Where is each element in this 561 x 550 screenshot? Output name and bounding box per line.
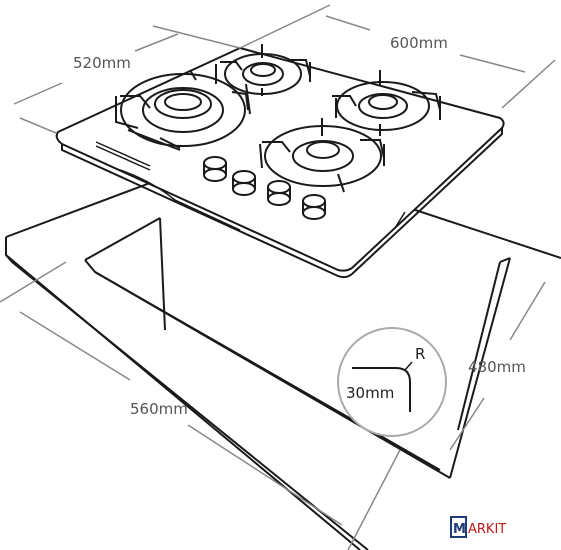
burner-large-grate — [120, 69, 249, 149]
corner-detail-radius-label: R — [415, 345, 425, 363]
corner-detail-edge — [352, 367, 411, 412]
burner-large-cap — [154, 89, 212, 119]
dim-hob-corner-right — [501, 59, 556, 109]
dimension-lines — [0, 4, 556, 550]
burner-front-grate — [259, 118, 385, 193]
dim-label-hob-depth: 520mm — [73, 54, 131, 72]
dim-hob-depth-line-right — [134, 33, 179, 52]
dim-cutout-width-line-left — [19, 311, 131, 381]
burner-back-grate — [215, 44, 311, 96]
knob-3 — [267, 180, 291, 206]
brand-logo-box — [450, 516, 467, 538]
burner-right-cap — [368, 94, 398, 110]
hob-front-strip — [95, 141, 151, 171]
brand-logo: M ARKIT — [450, 516, 506, 538]
dim-hob-corner-top — [152, 25, 241, 49]
dim-cutout-depth-line-top — [509, 281, 546, 341]
burner-back-cap — [250, 63, 276, 77]
control-knobs — [203, 156, 326, 220]
dim-hob-width-line-left — [325, 15, 371, 31]
countertop — [5, 182, 561, 550]
dim-hob-corner-left — [19, 117, 57, 134]
burner-front — [259, 118, 385, 193]
corner-detail-circle — [337, 327, 447, 437]
dim-cutout-extension-bottom — [347, 449, 401, 550]
corner-detail-size-label: 30mm — [346, 384, 394, 402]
burner-large-outer-ring — [120, 73, 246, 147]
dim-label-cutout-depth: 480mm — [468, 358, 526, 376]
burner-large-cap-inner — [164, 93, 202, 111]
cutout-inner-front-wall — [94, 217, 501, 471]
burner-back — [215, 44, 311, 96]
countertop-front-lip — [5, 254, 369, 550]
hob-body-underside — [119, 169, 406, 231]
burner-large-ring — [142, 87, 224, 133]
dim-cutout-width-line-right — [187, 424, 343, 526]
dim-hob-corner-top2 — [239, 4, 331, 49]
hob-glass-top — [55, 47, 505, 272]
burner-large-grate-frame — [115, 83, 251, 151]
corner-detail-radius-line — [404, 361, 413, 371]
knob-2 — [232, 170, 256, 196]
dim-hob-depth-line-left — [13, 82, 63, 105]
brand-logo-text: ARKIT — [468, 522, 506, 537]
dim-label-cutout-width: 560mm — [130, 400, 188, 418]
burner-right-grate — [332, 70, 441, 136]
hob — [55, 47, 505, 279]
burner-right — [332, 70, 441, 136]
brand-logo-letter: M — [453, 522, 466, 537]
corner-detail: R 30mm — [337, 327, 447, 437]
knob-4 — [302, 194, 326, 220]
knob-1 — [203, 156, 227, 182]
hob-glass-edge — [61, 128, 503, 279]
dim-label-hob-width: 600mm — [390, 34, 448, 52]
dim-cutout-depth-line-bottom — [449, 397, 485, 451]
dim-cutout-extension-left — [0, 261, 67, 303]
burner-front-cap — [306, 141, 340, 159]
burner-large — [115, 69, 251, 151]
dim-hob-width-line-right — [459, 54, 526, 73]
